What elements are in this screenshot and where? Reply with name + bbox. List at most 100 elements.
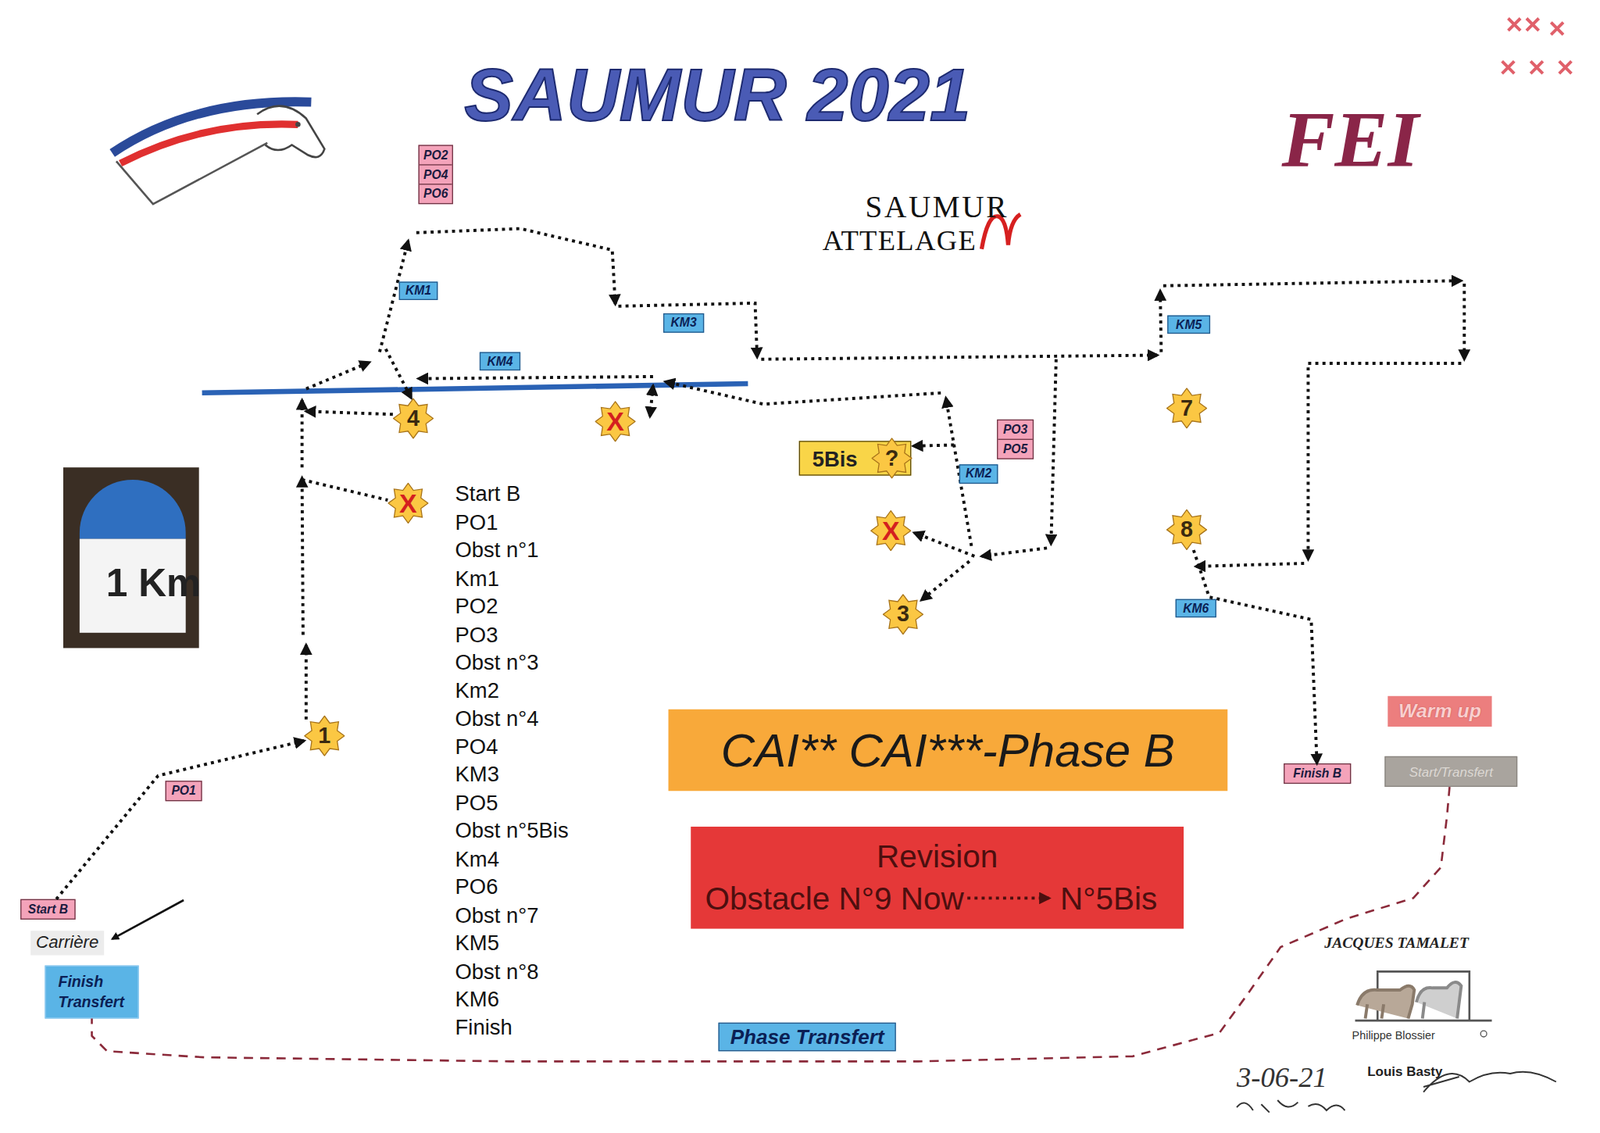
route-list-item: KM6 <box>455 986 500 1011</box>
route-segment <box>418 376 654 379</box>
route-list-item: Obst n°4 <box>455 706 540 731</box>
node-text: 7 <box>1180 394 1193 422</box>
node-text: 8 <box>1180 516 1193 543</box>
map-label: Louis Basty <box>1367 1063 1443 1079</box>
map-label: Philippe Blossier <box>1352 1028 1436 1042</box>
km-marker: KM6 <box>1175 599 1217 618</box>
node-text: X <box>882 514 900 547</box>
node-text: KM4 <box>480 353 520 370</box>
km-marker: KM2 <box>959 464 999 484</box>
start-box: Start B <box>20 899 76 920</box>
star-outline <box>393 398 434 439</box>
leader-arrow <box>112 900 184 940</box>
route-list-item: Obst n°7 <box>455 902 540 927</box>
route-segment <box>760 355 1158 360</box>
organizer-logo <box>1355 971 1493 1037</box>
cancelled-obstacle: X <box>387 482 429 524</box>
node-text: PO1 <box>166 781 201 800</box>
route-segment <box>921 560 969 600</box>
route-segment <box>1196 563 1304 567</box>
checkpoint-box: PO2PO4PO6 <box>418 144 454 204</box>
node-text: KM5 <box>1168 316 1210 333</box>
route-list-item: Obst n°8 <box>455 958 540 983</box>
node-text: PO6 <box>419 184 453 204</box>
ffe-logo <box>112 101 325 204</box>
signature <box>1423 1071 1557 1093</box>
node-text: 5Bis <box>812 446 858 472</box>
obstacle-box: 5Bis? <box>799 440 912 475</box>
obstacle-star: 8 <box>1166 509 1208 550</box>
obstacle-star: 7 <box>1166 387 1208 429</box>
sign-background <box>63 467 200 648</box>
horse-figure <box>1357 985 1415 1019</box>
node-text: 1 <box>317 722 331 750</box>
node-text: Start B <box>21 900 75 919</box>
route-segment <box>416 228 616 305</box>
route-segment <box>914 532 975 557</box>
route-connector <box>56 740 304 900</box>
node-text: Finish B <box>1284 764 1350 783</box>
route-segment <box>618 303 758 358</box>
node-text: KM6 <box>1176 600 1216 617</box>
map-label: JACQUES TAMALET <box>1324 934 1469 952</box>
cancelled-obstacle: X <box>870 510 911 551</box>
node-text: Phase Transfert <box>719 1023 896 1050</box>
obstacle-star: ? <box>871 437 912 479</box>
km-marker: KM4 <box>479 352 521 372</box>
logo-swoosh <box>120 124 298 164</box>
route-list-item: PO6 <box>455 874 499 899</box>
node-text: Revision <box>690 839 1184 876</box>
transfer-finish-box: Finish Transfert <box>44 965 139 1019</box>
node-text: KM2 <box>960 465 997 483</box>
node-text: PO5 <box>997 439 1033 459</box>
node-text: N°5Bis <box>1060 880 1158 918</box>
route-list-item: KM3 <box>455 762 500 787</box>
handwriting-scribble <box>1236 1100 1345 1113</box>
route-list-item: PO1 <box>455 509 499 534</box>
map-label: FEI <box>1281 93 1419 186</box>
node-text: X <box>399 487 418 519</box>
route-segment <box>302 477 304 635</box>
star-outline <box>871 438 912 479</box>
route-segment <box>304 644 308 719</box>
node-text: PO3 <box>997 420 1033 440</box>
route-list-item: PO5 <box>455 790 499 815</box>
route-segment <box>300 400 304 468</box>
star-outline <box>304 715 345 756</box>
phase-banner: CAI** CAI***-Phase B <box>668 709 1229 791</box>
node-text: PO4 <box>419 165 453 186</box>
node-text: Finish Transfert <box>57 971 138 1012</box>
route-segment <box>1050 359 1057 544</box>
node-text: ? <box>885 444 900 472</box>
map-label: 3-06-21 <box>1236 1060 1328 1094</box>
km-marker: KM3 <box>663 313 704 333</box>
map-title: SAUMUR 2021 <box>464 53 971 137</box>
route-segment <box>665 381 942 404</box>
route-segment <box>385 349 412 399</box>
km-sign <box>63 467 200 648</box>
transfer-start-box: Start/Transfert <box>1384 756 1518 787</box>
warmup-box: Warm up <box>1387 696 1492 727</box>
route-segment <box>1160 290 1161 352</box>
finish-box: Finish B <box>1283 763 1351 784</box>
route-list-item: KM5 <box>455 930 500 955</box>
route-list-item: PO4 <box>455 734 499 759</box>
logo-dot <box>1480 1030 1487 1037</box>
route-list-item: PO3 <box>455 621 499 647</box>
node-text: 4 <box>407 405 420 433</box>
node-text: 3 <box>896 600 910 628</box>
obstacle-star: 1 <box>303 715 345 757</box>
logo-base <box>1355 1019 1493 1022</box>
map-label: 1 Km <box>106 560 201 605</box>
node-text: KM3 <box>664 314 704 331</box>
horse-figure <box>1416 982 1461 1018</box>
route-segment <box>306 362 370 390</box>
node-text: X <box>606 405 625 437</box>
node-text: KM1 <box>400 282 437 300</box>
node-text: PO2 <box>419 146 453 166</box>
route-segment <box>1163 280 1461 286</box>
arena-box: Carrière <box>30 930 104 955</box>
river-line <box>202 383 749 393</box>
star-outline <box>388 482 429 523</box>
